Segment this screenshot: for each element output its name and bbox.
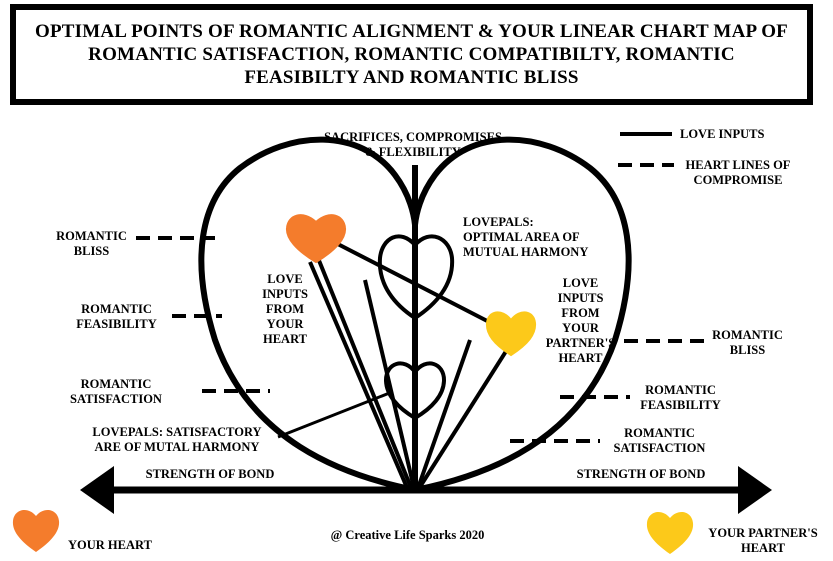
your-heart-icon <box>285 214 347 264</box>
love-input-line <box>329 238 496 327</box>
love-input-line <box>416 343 512 492</box>
love-input-line <box>363 279 416 489</box>
key-your-heart-label: YOUR HEART <box>68 538 152 552</box>
optimal-harmony-heart <box>377 234 455 321</box>
left-feasibility-label: ROMANTIC FEASIBILITY <box>76 302 157 331</box>
right-satisfaction-label: ROMANTIC SATISFACTION <box>613 426 706 455</box>
key-partner-heart-icon <box>646 511 694 554</box>
love-input-line <box>316 257 414 491</box>
right-bliss-label: ROMANTIC BLISS <box>712 328 783 357</box>
key-your-heart-icon <box>12 509 60 552</box>
bond-arrow-right <box>738 466 772 514</box>
right-feasibility-label: ROMANTIC FEASIBILITY <box>640 383 721 412</box>
lovepals-optimal-label: LOVEPALS: OPTIMAL AREA OF MUTUAL HARMONY <box>463 215 589 259</box>
title-box: OPTIMAL POINTS OF ROMANTIC ALIGNMENT & Y… <box>10 4 813 105</box>
partner-heart-icon <box>485 311 537 357</box>
bond-arrow-left <box>80 466 114 514</box>
top-axis-label: SACRIFICES, COMPROMISES & FLEXIBILITY <box>324 130 502 159</box>
love-inputs-your-label: LOVE INPUTS FROM YOUR HEART <box>262 272 308 346</box>
lovepals-satisfactory-label: LOVEPALS: SATISFACTORY ARE OF MUTAL HARM… <box>92 425 262 454</box>
diagram-title: OPTIMAL POINTS OF ROMANTIC ALIGNMENT & Y… <box>35 21 788 88</box>
love-input-line <box>308 261 410 491</box>
love-input-line <box>416 339 472 489</box>
love-inputs-partner-label: LOVE INPUTS FROM YOUR PARTNER'S HEART <box>545 276 616 365</box>
credit-text: @ Creative Life Sparks 2020 <box>330 528 485 542</box>
left-bliss-label: ROMANTIC BLISS <box>56 229 127 258</box>
key-partner-heart-label: YOUR PARTNER'S HEART <box>708 526 818 555</box>
legend-dashed-label: HEART LINES OF COMPROMISE <box>685 158 791 187</box>
left-satisfaction-label: ROMANTIC SATISFACTION <box>70 377 162 406</box>
bond-left-label: STRENGTH OF BOND <box>145 467 275 481</box>
pointer-line <box>277 390 393 439</box>
bond-right-label: STRENGTH OF BOND <box>576 467 706 481</box>
legend-solid-label: LOVE INPUTS <box>680 127 765 141</box>
